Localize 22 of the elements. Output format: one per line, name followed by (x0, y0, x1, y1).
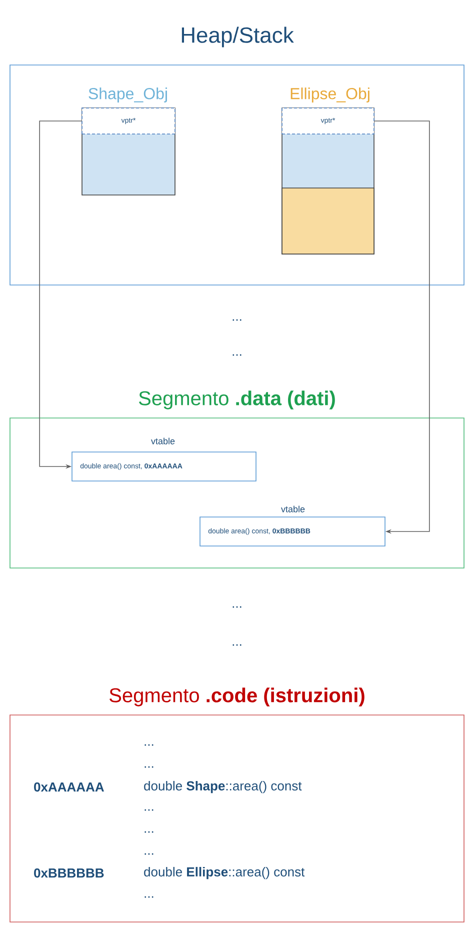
address-label: 0xAAAAAA (34, 782, 104, 792)
code-line: ... (144, 766, 154, 768)
arrow (374, 120, 430, 534)
code-line: ... (144, 809, 154, 811)
ellipsis: ... (232, 606, 242, 608)
code-line: double Ellipse::area() const (144, 866, 305, 880)
node-label: Heap/Stack (182, 26, 294, 48)
code-line: ... (144, 744, 154, 746)
node-label: vtable (281, 506, 305, 512)
ellipsis: ... (232, 644, 242, 646)
node-label: Ellipse_Obj (290, 88, 370, 102)
node-label: Shape_Obj (88, 88, 167, 102)
code-line: ... (144, 896, 154, 898)
address-label: 0xBBBBBB (34, 868, 104, 878)
code-line: double Shape::area() const (144, 780, 302, 794)
code-line: ... (144, 853, 154, 855)
code-line: ... (144, 831, 154, 833)
node-label: Segmento .data (dati) (138, 390, 335, 410)
node-label: vtable (151, 438, 175, 444)
ellipsis: ... (232, 354, 242, 356)
node-label: Segmento .code (istruzioni) (110, 688, 364, 706)
ellipsis: ... (232, 319, 242, 321)
